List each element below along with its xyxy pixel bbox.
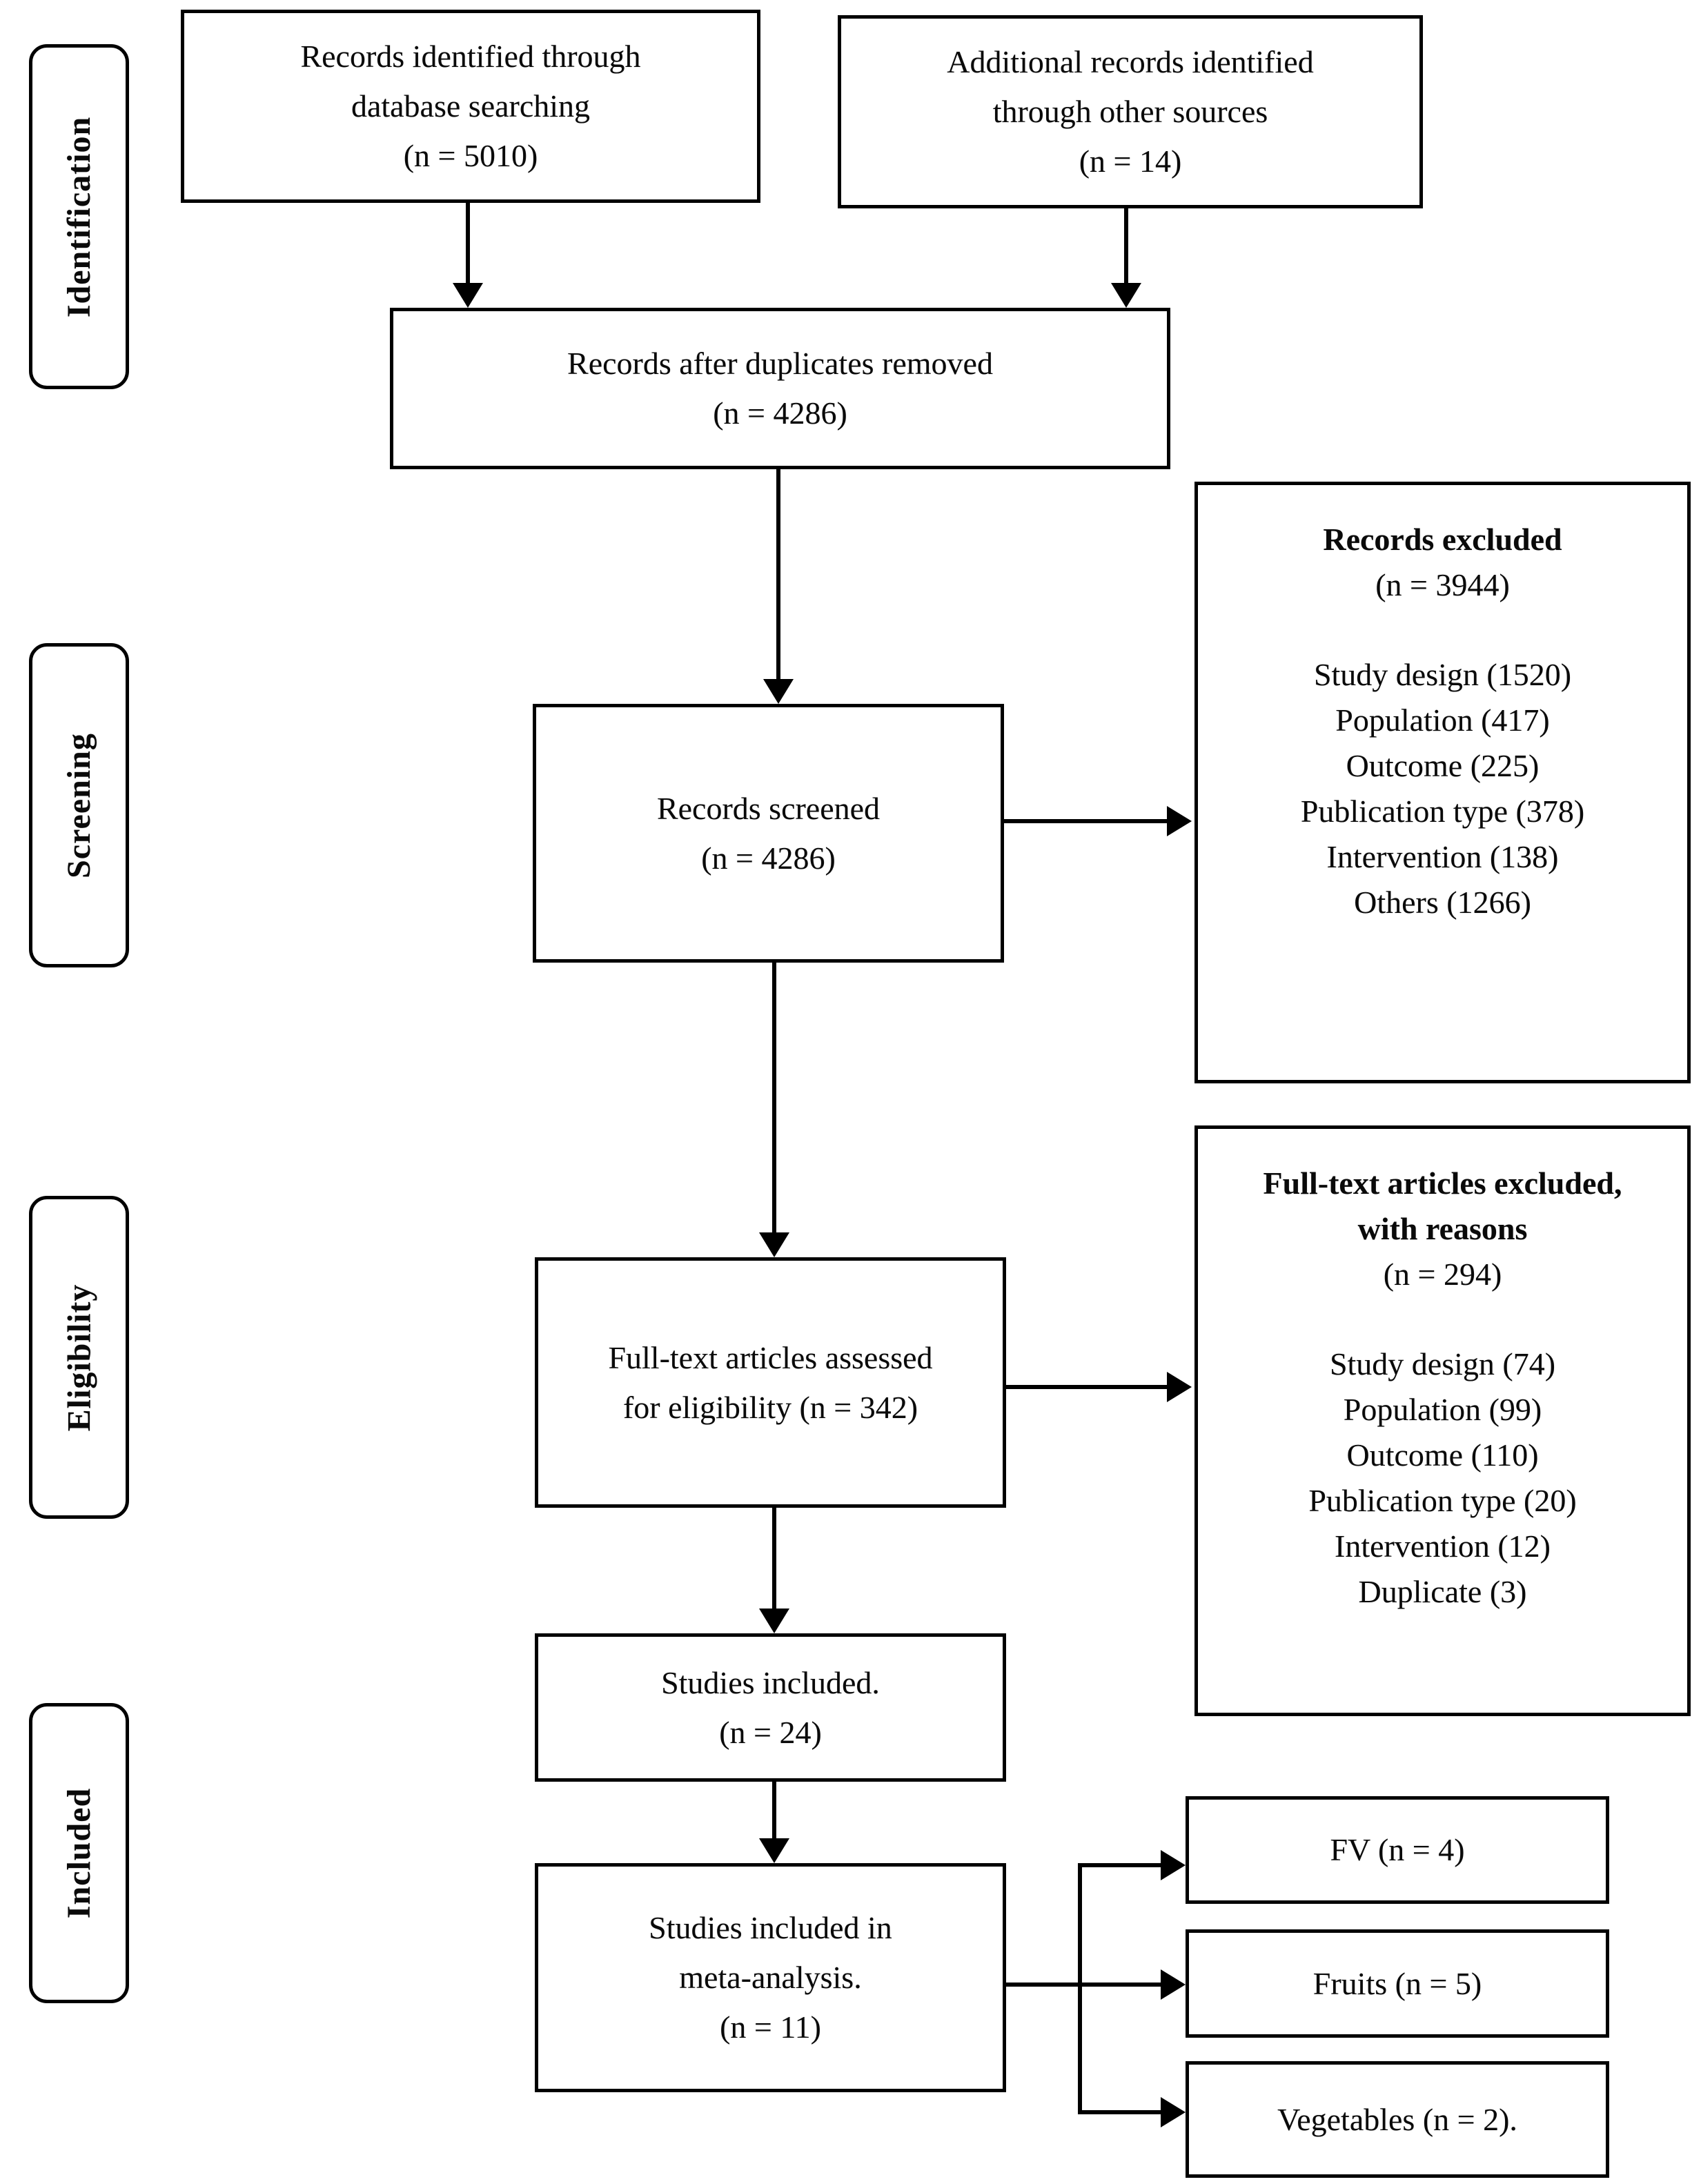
box-meta-analysis: Studies included in meta-analysis. (n = … (535, 1863, 1006, 2092)
arrow-additional-shaft (1124, 208, 1128, 287)
exclusion-reason: Study design (1520) (1313, 657, 1572, 692)
connector-fulltext-excluded-shaft (1006, 1385, 1171, 1389)
box-label: FV (n = 4) (1330, 1832, 1465, 1867)
box-vegetables: Vegetables (n = 2). (1186, 2061, 1609, 2178)
connector-screened-excluded-shaft (1004, 819, 1171, 823)
box-line: database searching (351, 88, 591, 124)
box-records-screened: Records screened (n = 4286) (533, 704, 1004, 963)
exclusion-reason: Population (99) (1343, 1392, 1542, 1427)
box-line: Studies included. (661, 1664, 880, 1700)
box-studies-included: Studies included. (n = 24) (535, 1633, 1006, 1782)
exclusion-reason: Intervention (12) (1335, 1528, 1551, 1564)
exclusion-reason: Intervention (138) (1326, 839, 1559, 874)
branch-vegetables-shaft (1078, 2110, 1161, 2114)
box-count: (n = 14) (1079, 144, 1182, 179)
box-line: through other sources (992, 94, 1268, 129)
stage-eligibility-label: Eligibility (61, 1283, 97, 1431)
box-records-identified: Records identified through database sear… (181, 10, 760, 203)
arrow-studies-head (759, 1838, 789, 1863)
box-fulltext-excluded: Full-text articles excluded, with reason… (1194, 1125, 1691, 1716)
box-line: for eligibility (n = 342) (622, 1389, 918, 1425)
stage-screening-label: Screening (61, 732, 97, 878)
arrow-studies-shaft (772, 1782, 776, 1842)
exclusion-reason: Others (1266) (1354, 885, 1531, 920)
box-count: (n = 294) (1383, 1257, 1502, 1292)
box-label: Vegetables (n = 2). (1277, 2101, 1517, 2137)
box-count: (n = 24) (719, 1714, 822, 1750)
box-line: Records identified through (300, 39, 641, 74)
connector-meta-branch-shaft (1006, 1983, 1082, 1987)
branch-fruits-head (1161, 1969, 1186, 2000)
stage-included-label: Included (61, 1787, 97, 1919)
box-count: (n = 4286) (701, 840, 836, 876)
exclusion-reason: Population (417) (1335, 702, 1550, 738)
arrow-screened-head (759, 1232, 789, 1257)
stage-identification-label: Identification (61, 116, 97, 317)
connector-screened-excluded-head (1167, 806, 1192, 836)
box-line: Full-text articles assessed (608, 1339, 933, 1375)
box-fruits: Fruits (n = 5) (1186, 1929, 1609, 2038)
box-count: (n = 3944) (1375, 567, 1510, 602)
box-title: Records excluded (1323, 522, 1562, 557)
exclusion-reason: Duplicate (3) (1358, 1574, 1527, 1609)
box-count: (n = 4286) (713, 395, 847, 431)
box-count: (n = 5010) (403, 138, 538, 173)
branch-fv-head (1161, 1850, 1186, 1880)
exclusion-reason: Publication type (20) (1308, 1483, 1577, 1518)
arrow-duplicates-head (763, 679, 794, 704)
box-fulltext-assessed: Full-text articles assessed for eligibil… (535, 1257, 1006, 1508)
box-records-excluded: Records excluded (n = 3944) Study design… (1194, 482, 1691, 1083)
exclusion-reason: Outcome (110) (1346, 1437, 1539, 1473)
stage-screening: Screening (29, 643, 129, 967)
arrow-fulltext-shaft (772, 1508, 776, 1613)
box-line: Studies included in (649, 1910, 892, 1945)
connector-fulltext-excluded-head (1167, 1372, 1192, 1402)
box-line: Records after duplicates removed (567, 346, 993, 381)
arrow-screened-shaft (772, 963, 776, 1237)
exclusion-reason: Study design (74) (1329, 1346, 1556, 1381)
box-duplicates-removed: Records after duplicates removed (n = 42… (390, 308, 1170, 469)
branch-fruits-shaft (1078, 1983, 1161, 1987)
arrow-identified-shaft (466, 203, 470, 287)
box-line: meta-analysis. (679, 1960, 862, 1995)
exclusion-reason: Outcome (225) (1346, 748, 1540, 783)
box-line: Additional records identified (947, 44, 1314, 79)
box-title: Full-text articles excluded, (1263, 1165, 1622, 1201)
arrow-additional-head (1111, 283, 1141, 308)
box-additional-records: Additional records identified through ot… (838, 15, 1423, 208)
stage-eligibility: Eligibility (29, 1196, 129, 1519)
stage-included: Included (29, 1703, 129, 2003)
box-label: Fruits (n = 5) (1312, 1965, 1482, 2001)
box-title: with reasons (1357, 1211, 1528, 1246)
box-count: (n = 11) (720, 2009, 821, 2045)
box-fv: FV (n = 4) (1186, 1796, 1609, 1904)
stage-identification: Identification (29, 44, 129, 389)
branch-vertical-line (1078, 1863, 1082, 2114)
arrow-duplicates-shaft (776, 469, 780, 683)
box-line: Records screened (656, 790, 881, 826)
arrow-identified-head (453, 283, 483, 308)
exclusion-reason: Publication type (378) (1300, 794, 1585, 829)
arrow-fulltext-head (759, 1609, 789, 1633)
branch-vegetables-head (1161, 2097, 1186, 2127)
branch-fv-shaft (1078, 1863, 1161, 1867)
